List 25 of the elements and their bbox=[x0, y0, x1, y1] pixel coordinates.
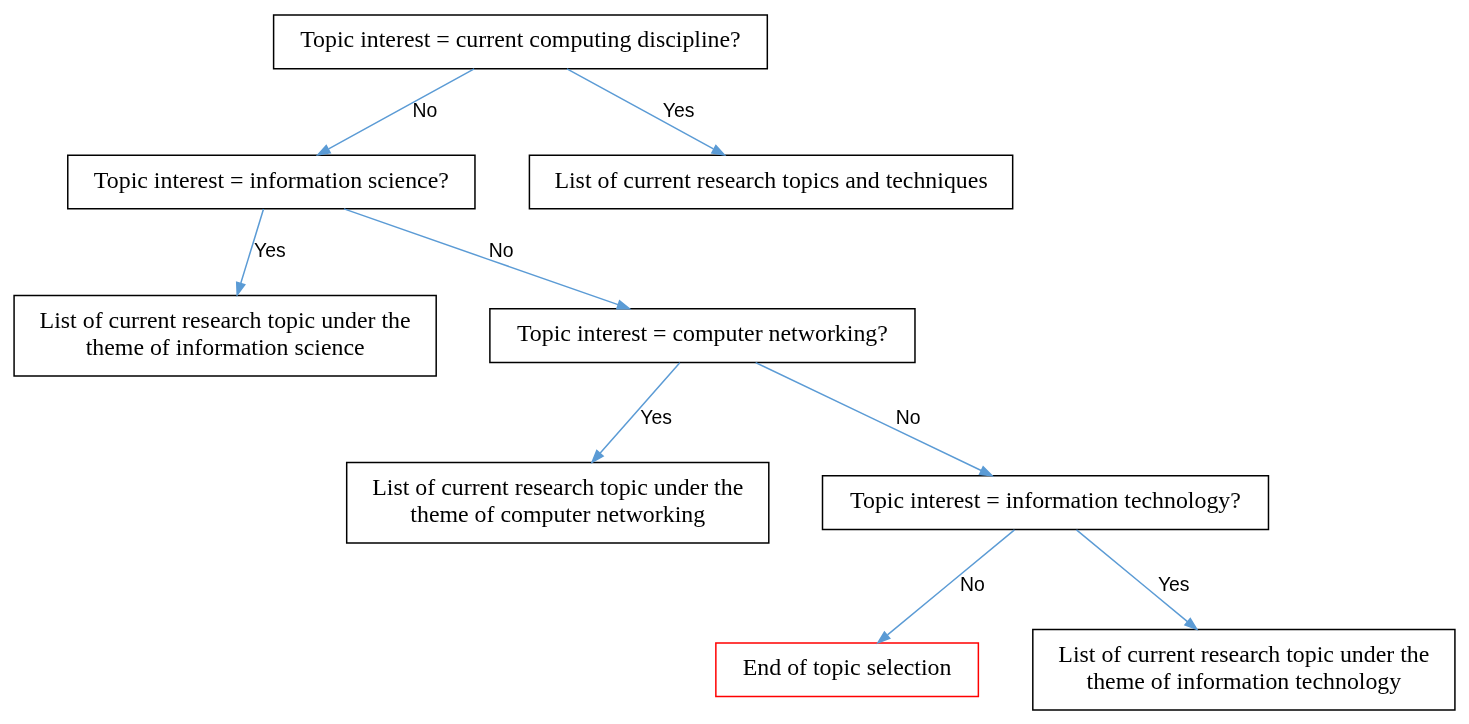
node-box: List of current research topics and techniques bbox=[528, 153, 1014, 210]
arrow bbox=[590, 361, 681, 464]
node-box: Topic interest = information technology? bbox=[821, 474, 1270, 530]
arrow bbox=[754, 361, 995, 477]
edge-label: Yes bbox=[254, 238, 286, 261]
arrow bbox=[235, 207, 265, 297]
edge-label: Yes bbox=[662, 98, 695, 121]
arrow bbox=[315, 67, 475, 156]
node-box: Topic interest = current computing discipline? bbox=[272, 13, 769, 69]
edge-label: No bbox=[895, 405, 921, 428]
node-box: List of current research topic under the theme of computer networking bbox=[345, 461, 770, 544]
arrow bbox=[343, 207, 632, 309]
edge-label: No bbox=[960, 572, 985, 595]
arrow bbox=[876, 528, 1016, 644]
node-box: Topic interest = information science? bbox=[67, 153, 476, 210]
edge-label: No bbox=[488, 238, 514, 261]
node-box: List of current research topic under the theme of information technology bbox=[1032, 628, 1456, 711]
arrow bbox=[1075, 528, 1199, 631]
node-box: Topic interest = computer networking? bbox=[489, 307, 916, 363]
edge-label: Yes bbox=[1157, 572, 1190, 595]
edge-label: Yes bbox=[640, 405, 672, 428]
arrow bbox=[566, 67, 727, 156]
edge-label: No bbox=[412, 98, 438, 121]
node-box: End of topic selection bbox=[715, 641, 980, 697]
node-box: List of current research topic under the theme of information science bbox=[13, 294, 437, 377]
